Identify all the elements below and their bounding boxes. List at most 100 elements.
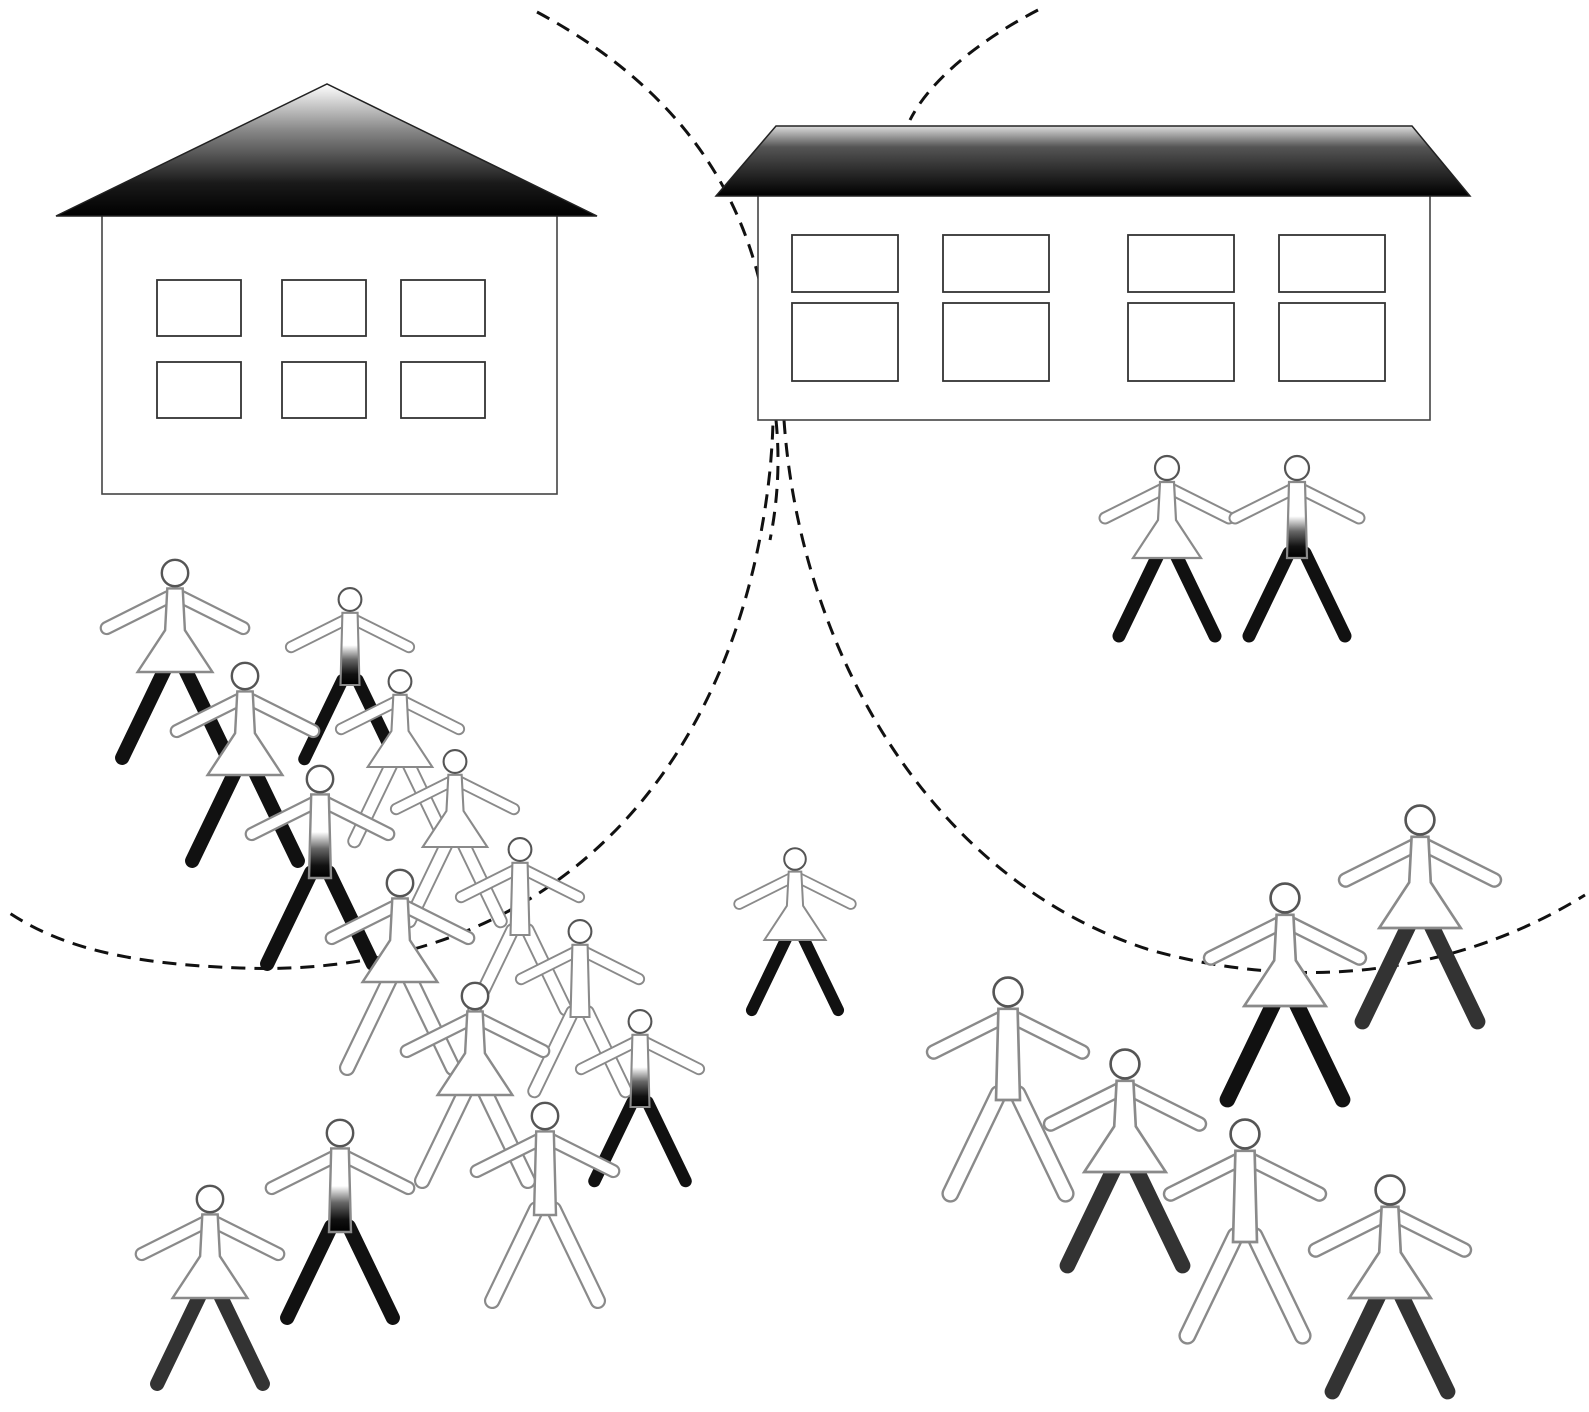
head <box>629 1010 652 1033</box>
arm <box>1211 924 1278 958</box>
leg <box>752 936 788 1011</box>
leg <box>1400 1292 1448 1392</box>
leg <box>1362 922 1410 1022</box>
arm <box>1132 1090 1199 1124</box>
head <box>462 983 488 1009</box>
large-school-roof <box>716 126 1470 196</box>
window <box>157 362 241 418</box>
arm <box>586 952 639 979</box>
leg <box>349 1227 393 1318</box>
leg <box>554 1210 598 1301</box>
leg <box>648 1102 686 1181</box>
arm <box>1397 1216 1464 1250</box>
leg <box>267 873 311 964</box>
leg <box>347 977 391 1068</box>
arm <box>252 700 314 731</box>
leg <box>1067 1166 1115 1266</box>
head <box>569 920 592 943</box>
head <box>197 1186 223 1212</box>
leg <box>122 667 166 758</box>
leg <box>1227 1000 1275 1100</box>
leg <box>1305 553 1345 636</box>
arm <box>800 879 850 904</box>
small-school-building <box>56 84 597 494</box>
female-figure-icon <box>1051 1050 1200 1266</box>
arm <box>1015 1018 1082 1052</box>
window <box>943 303 1049 381</box>
torso <box>309 794 331 878</box>
arm <box>291 620 344 647</box>
window <box>401 362 485 418</box>
window <box>282 362 366 418</box>
window <box>1279 235 1385 292</box>
leg <box>492 1210 536 1301</box>
arm <box>1051 1090 1118 1124</box>
torso <box>996 1009 1020 1100</box>
window <box>1279 303 1385 381</box>
leg <box>1187 1236 1235 1336</box>
female-figure-icon <box>142 1186 278 1384</box>
head <box>1406 806 1435 835</box>
head <box>232 663 258 689</box>
arm <box>1316 1216 1383 1250</box>
window <box>282 280 366 336</box>
arm <box>461 782 514 809</box>
head <box>327 1120 353 1146</box>
leg <box>950 1094 998 1194</box>
arm <box>1303 490 1359 518</box>
head <box>509 838 532 861</box>
arm <box>482 1020 544 1051</box>
head <box>1376 1176 1405 1205</box>
head <box>444 750 467 773</box>
arm <box>1427 846 1494 880</box>
head <box>1155 456 1179 480</box>
leg <box>304 680 342 759</box>
torso <box>631 1035 650 1107</box>
leg <box>192 770 236 861</box>
head <box>532 1103 558 1129</box>
arm <box>272 1157 334 1188</box>
head <box>1231 1120 1260 1149</box>
male-figure-icon <box>1171 1120 1320 1336</box>
arm <box>1171 1160 1238 1194</box>
arm <box>1252 1160 1319 1194</box>
arm <box>142 1223 204 1254</box>
head <box>1285 456 1309 480</box>
arm <box>739 879 789 904</box>
leg <box>1018 1094 1066 1194</box>
female-figure-icon <box>1105 456 1229 636</box>
window <box>157 280 241 336</box>
arm <box>1105 490 1161 518</box>
arm <box>356 620 409 647</box>
leg <box>802 936 838 1011</box>
male-figure-icon <box>272 1120 408 1318</box>
arm <box>1173 490 1229 518</box>
head <box>994 978 1023 1007</box>
female-figure-icon <box>1346 806 1495 1022</box>
head <box>339 588 362 611</box>
arm <box>217 1223 279 1254</box>
leg <box>1175 553 1215 636</box>
leg <box>1249 553 1289 636</box>
arm <box>934 1018 1001 1052</box>
arm <box>526 870 579 897</box>
window <box>943 235 1049 292</box>
window <box>401 280 485 336</box>
torso <box>329 1148 351 1232</box>
arm <box>1292 924 1359 958</box>
torso <box>511 863 530 935</box>
arm <box>107 597 169 628</box>
window <box>1128 303 1234 381</box>
small-school-wall <box>102 212 557 494</box>
window <box>1128 235 1234 292</box>
leg <box>1255 1236 1303 1336</box>
head <box>1271 884 1300 913</box>
female-figure-icon <box>1211 884 1360 1100</box>
leg <box>422 1090 466 1181</box>
male-figure-icon <box>934 978 1083 1194</box>
torso <box>341 613 360 685</box>
arm <box>182 597 244 628</box>
female-figure-icon <box>1316 1176 1465 1392</box>
arm <box>347 1157 409 1188</box>
